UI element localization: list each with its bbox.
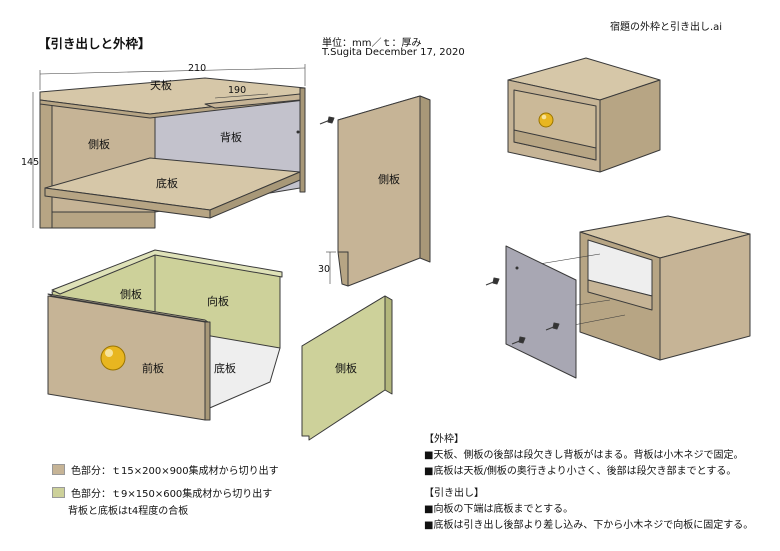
- dim-notch-label: 30: [318, 264, 330, 275]
- legend-green: 色部分：ｔ9×150×600集成材から切り出す: [52, 485, 272, 500]
- drawer-side-panel-part: [301, 295, 393, 441]
- drawer-notes-heading: 【引き出し】: [424, 488, 484, 499]
- drawer-note-item: ■底板は引き出し後部より差し込み、下から小木ネジで向板に固定する。: [424, 520, 754, 531]
- assembled-box: [507, 57, 661, 173]
- side-panel-part: [326, 95, 431, 287]
- side-panel-face: [337, 95, 421, 287]
- screw-icon: [319, 116, 335, 125]
- screw-icon: [545, 322, 560, 331]
- legend-green-text: 色部分：ｔ9×150×600集成材から切り出す: [71, 489, 273, 500]
- drawer-assembly: [47, 249, 283, 421]
- frame-left-side-panel: [39, 91, 53, 229]
- frame-assembly: [32, 64, 306, 229]
- drawer-notes: 【引き出し】 ■向板の下端は底板までとする。 ■底板は引き出し後部より差し込み、…: [424, 486, 753, 534]
- drawer-side-panel-face: [301, 295, 386, 441]
- frame-notes: 【外枠】 ■天板、側板の後部は段欠きし背板がはまる。背板は小木ネジで固定。 ■底…: [424, 432, 743, 480]
- file-name: 宿題の外枠と引き出し.ai: [610, 22, 723, 33]
- knob-icon: [538, 112, 554, 128]
- legend-tan-text: 色部分：ｔ15×200×900集成材から切り出す: [71, 466, 279, 477]
- frame-top-label: 天板: [150, 78, 172, 92]
- drawer-back-label: 向板: [207, 294, 229, 308]
- frame-note-item: ■天板、側板の後部は段欠きし背板がはまる。背板は小木ネジで固定。: [424, 450, 744, 461]
- frame-notes-heading: 【外枠】: [424, 434, 464, 445]
- drawer-side-panel-label: 側板: [335, 361, 357, 375]
- knob-icon: [100, 345, 126, 371]
- drawer-front-label: 前板: [142, 361, 164, 375]
- exploded-back-view: [485, 215, 751, 379]
- frame-note-item: ■底板は天板/側板の奥行きより小さく、後部は段欠き部までとする。: [424, 466, 737, 477]
- legend-note: 背板と底板はt4程度の合板: [68, 506, 189, 517]
- frame-bottom-label: 底板: [156, 176, 178, 190]
- exploded-back-panel: [505, 245, 577, 379]
- dim-width-label: 210: [188, 63, 206, 74]
- legend-tan: 色部分：ｔ15×200×900集成材から切り出す: [52, 462, 279, 477]
- drawer-note-item: ■向板の下端は底板までとする。: [424, 504, 574, 515]
- dim-height-label: 145: [21, 157, 39, 168]
- dim-depth-label: 190: [228, 85, 246, 96]
- screw-icon: [511, 336, 526, 345]
- frame-side-label: 側板: [88, 137, 110, 151]
- frame-back-label: 背板: [220, 130, 242, 144]
- unit-note: 単位：mm／ｔ：厚み: [322, 38, 422, 49]
- screw-hole-icon: [296, 130, 300, 134]
- drawer-bottom-label: 底板: [214, 361, 236, 375]
- green-swatch: [52, 487, 65, 498]
- drawer-side-label: 側板: [120, 287, 142, 301]
- tan-swatch: [52, 464, 65, 475]
- side-panel-label: 側板: [378, 172, 400, 186]
- page-title: 【引き出しと外枠】: [38, 36, 151, 51]
- author-line: T.Sugita December 17, 2020: [322, 47, 465, 58]
- screw-icon: [485, 277, 500, 286]
